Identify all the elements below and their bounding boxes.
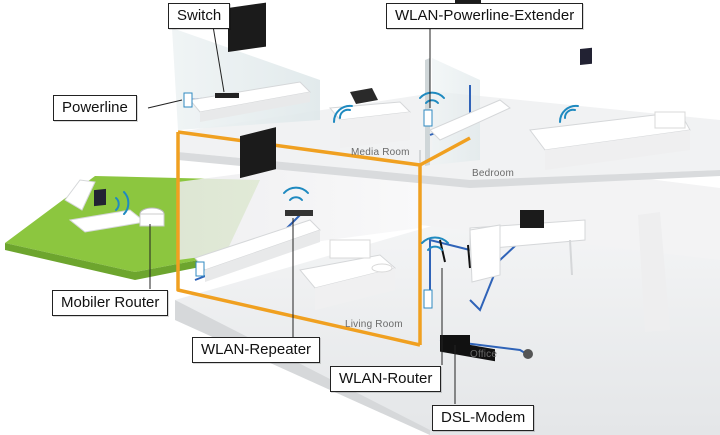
label-powerline: Powerline — [53, 95, 137, 121]
callout-leaders — [147, 25, 456, 404]
room-bedroom: Bedroom — [472, 168, 514, 179]
wifi-signals — [115, 91, 579, 251]
dsl-modem-device — [440, 335, 470, 347]
tablet — [580, 47, 592, 66]
office-monitor — [520, 210, 544, 228]
switch-device — [215, 93, 239, 98]
room-media-room: Media Room — [351, 147, 410, 158]
tv-living-room — [240, 127, 276, 179]
room-living-room: Living Room — [345, 319, 403, 330]
powerline-extender — [423, 109, 433, 127]
label-wlan-router: WLAN-Router — [330, 366, 442, 392]
phone-socket — [523, 349, 533, 359]
powerline-adapter — [183, 92, 193, 108]
label-mobiler-router: Mobiler Router — [52, 290, 169, 316]
label-switch: Switch — [168, 3, 231, 29]
wlan-repeater-device — [285, 210, 313, 216]
room-office: Office — [470, 349, 497, 360]
label-dsl-modem: DSL-Modem — [432, 405, 535, 431]
label-wlan-repeater: WLAN-Repeater — [192, 337, 321, 363]
tv-upstairs — [228, 2, 266, 52]
laptop — [350, 88, 378, 104]
label-wlan-powerline-extender: WLAN-Powerline-Extender — [386, 3, 584, 29]
